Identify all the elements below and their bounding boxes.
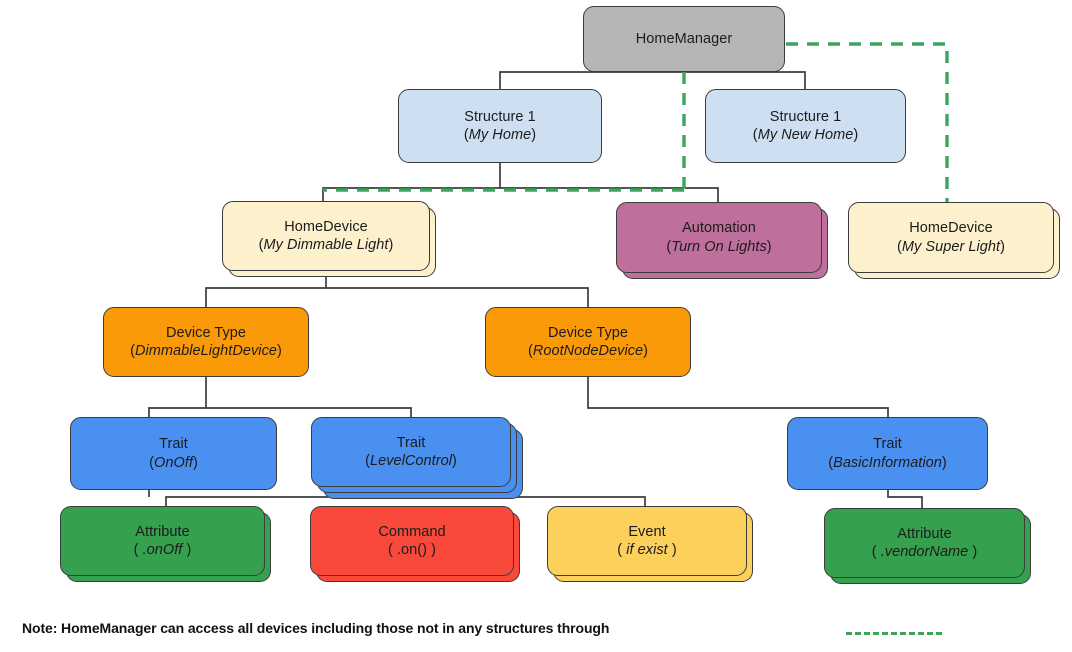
command-on-node[interactable]: Command ( .on() ) <box>310 506 514 576</box>
device-type-rootnode-node-sublabel: (RootNodeDevice) <box>527 343 649 360</box>
automation-node-sublabel: (Turn On Lights) <box>666 238 772 255</box>
event-if-exist-node-sublabel: ( if exist ) <box>617 542 677 558</box>
device-type-rootnode-node-label: Device Type <box>547 324 629 341</box>
trait-basicinformation-node-sublabel: (BasicInformation) <box>828 454 947 471</box>
home-manager-node-label: HomeManager <box>635 30 733 47</box>
device-type-dimmable-node[interactable]: Device Type (DimmableLightDevice) <box>103 307 309 377</box>
home-device-dimmable-node-label: HomeDevice <box>284 218 368 235</box>
event-if-exist-node[interactable]: Event ( if exist ) <box>547 506 747 576</box>
device-type-rootnode-node[interactable]: Device Type (RootNodeDevice) <box>485 307 691 377</box>
structure-my-home-node-label: Structure 1 <box>464 108 536 125</box>
device-type-dimmable-node-sublabel: (DimmableLightDevice) <box>130 343 282 359</box>
home-manager-node[interactable]: HomeManager <box>583 6 785 72</box>
trait-levelcontrol-node-sublabel: (LevelControl) <box>365 453 457 469</box>
structure-my-new-home-node-sublabel: (My New Home) <box>752 127 859 143</box>
event-if-exist-node-label: Event <box>628 523 666 540</box>
trait-onoff-node[interactable]: Trait(OnOff) <box>70 417 277 490</box>
trait-levelcontrol-node[interactable]: Trait (LevelControl) <box>311 417 511 487</box>
home-device-super-node[interactable]: HomeDevice(My Super Light) <box>848 202 1054 273</box>
trait-basicinformation-node[interactable]: Trait(BasicInformation) <box>787 417 988 490</box>
trait-levelcontrol-node-label: Trait <box>396 434 426 451</box>
dashed-green-link-legend <box>846 632 942 635</box>
attribute-vendorname-node-sublabel: ( .vendorName ) <box>871 544 978 560</box>
home-device-super-node-sublabel: (My Super Light) <box>896 238 1005 255</box>
note-text: Note: HomeManager can access all devices… <box>22 620 610 636</box>
command-on-node-sublabel: ( .on() ) <box>387 542 436 558</box>
home-device-dimmable-node[interactable]: HomeDevice (My Dimmable Light) <box>222 201 430 271</box>
automation-node[interactable]: Automation(Turn On Lights) <box>616 202 822 273</box>
home-device-dimmable-node-sublabel: (My Dimmable Light) <box>258 237 394 253</box>
structure-my-new-home-node-label: Structure 1 <box>769 108 842 125</box>
command-on-node-label: Command <box>378 523 446 540</box>
attribute-onoff-node-sublabel: ( .onOff ) <box>133 542 192 558</box>
automation-node-label: Automation <box>682 220 756 237</box>
structure-my-new-home-node[interactable]: Structure 1 (My New Home) <box>705 89 906 163</box>
structure-my-home-node[interactable]: Structure 1 (My Home) <box>398 89 602 163</box>
attribute-vendorname-node-label: Attribute <box>897 525 952 542</box>
structure-my-home-node-sublabel: (My Home) <box>463 127 537 143</box>
trait-onoff-node-sublabel: (OnOff) <box>149 454 198 471</box>
home-device-super-node-label: HomeDevice <box>909 220 993 237</box>
trait-onoff-node-label: Trait <box>159 436 188 453</box>
device-type-dimmable-node-label: Device Type <box>165 324 247 341</box>
attribute-onoff-node[interactable]: Attribute ( .onOff ) <box>60 506 265 576</box>
attribute-onoff-node-label: Attribute <box>135 523 190 540</box>
attribute-vendorname-node[interactable]: Attribute ( .vendorName ) <box>824 508 1025 578</box>
trait-basicinformation-node-label: Trait <box>873 436 902 453</box>
